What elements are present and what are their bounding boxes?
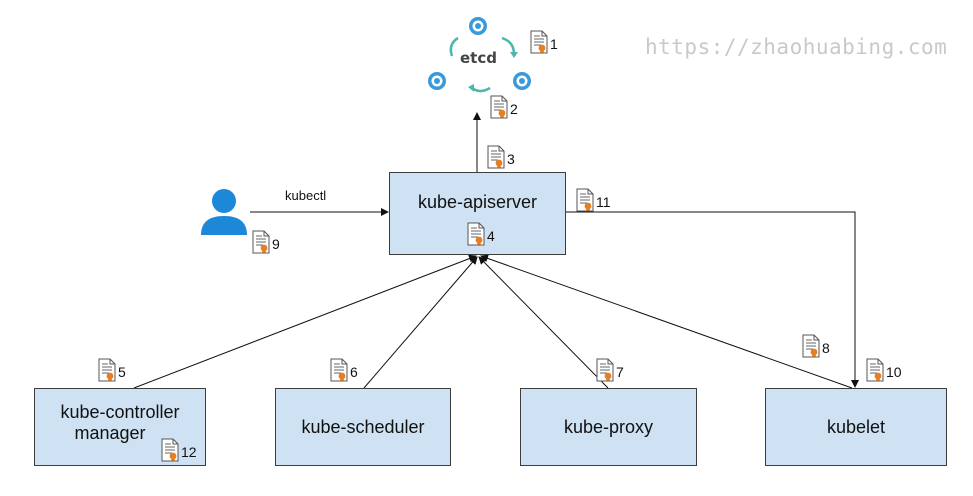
edge-controller-to-apiserver: [133, 254, 477, 389]
etcd-label: etcd: [460, 49, 497, 67]
certificate-number-label: 4: [487, 228, 495, 244]
cycle-arrow-icon: [471, 86, 491, 93]
user-icon: [201, 189, 247, 235]
etcd-node-icon: [428, 72, 446, 90]
etcd-node-icon: [513, 72, 531, 90]
certificate-number-label: 11: [596, 194, 611, 210]
certificate-icon: [802, 334, 820, 358]
certificate-number-label: 10: [886, 364, 902, 380]
certificate-icon: [98, 358, 116, 382]
certificate-number-label: 2: [510, 101, 518, 117]
etcd-cluster: [428, 17, 531, 93]
kubectl-label: kubectl: [285, 188, 327, 203]
certificate-icon: [330, 358, 348, 382]
kube-proxy-label: kube-proxy: [563, 416, 654, 437]
kube-scheduler-box[interactable]: kube-scheduler: [275, 388, 451, 466]
certificate-number-label: 7: [616, 364, 624, 380]
certificate-number-label: 3: [507, 151, 515, 167]
kube-scheduler-label: kube-scheduler: [301, 416, 425, 437]
certificate-icon: [252, 230, 270, 254]
kube-controller-label-line1: kube-controller: [60, 402, 180, 422]
certificate-number-label: 12: [181, 444, 197, 460]
certificate-icon: [866, 358, 884, 382]
certificate-number-label: 9: [272, 236, 280, 252]
certificate-icon: [467, 222, 485, 246]
kubelet-box[interactable]: kubelet: [765, 388, 947, 466]
cycle-arrow-icon: [449, 36, 459, 57]
kubelet-label: kubelet: [826, 416, 886, 437]
certificate-icon: [530, 30, 548, 54]
certificate-icon: [487, 145, 505, 169]
certificate-icon: [576, 188, 594, 212]
certificate-icon: [596, 358, 614, 382]
edge-proxy-to-apiserver: [478, 256, 609, 389]
etcd-node-icon: [469, 17, 487, 35]
edge-kubelet-to-apiserver: [480, 254, 853, 389]
certificate-number-label: 5: [118, 364, 126, 380]
certificate-icon: [161, 438, 179, 462]
cycle-arrow-icon: [501, 36, 516, 55]
kube-controller-label-line2: manager: [74, 423, 146, 443]
kube-apiserver-label: kube-apiserver: [417, 192, 538, 212]
certificate-icon: [490, 95, 508, 119]
certificate-number-label: 6: [350, 364, 358, 380]
edge-apiserver-to-kubelet: [566, 211, 859, 388]
watermark-text: https://zhaohuabing.com: [645, 35, 948, 59]
certificate-number-label: 8: [822, 340, 830, 356]
kube-proxy-box[interactable]: kube-proxy: [520, 388, 697, 466]
certificate-number-label: 1: [550, 36, 558, 52]
edge-scheduler-to-apiserver: [363, 256, 478, 389]
